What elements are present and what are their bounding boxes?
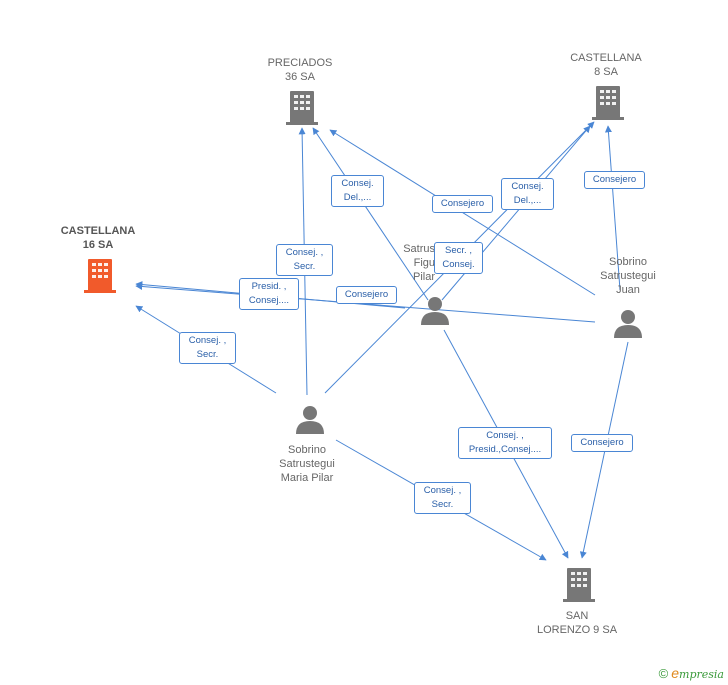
copyright-icon: © — [658, 666, 669, 681]
node-label-line: 36 SA — [285, 71, 315, 83]
node-label-line: Satrustegui — [600, 270, 656, 282]
edge-label-line: Consej. , — [285, 247, 324, 258]
node-label-line: Figu — [413, 257, 435, 269]
node-label-line: Satrustegui — [279, 458, 335, 470]
edge-label-line: Del.,... — [343, 192, 372, 203]
edge-label[interactable]: Consej. , Secr. — [179, 332, 236, 364]
node-label-line: SAN — [565, 610, 589, 622]
person-icon[interactable] — [614, 310, 642, 338]
edge-label[interactable]: Consej. , Presid.,Consej.... — [458, 427, 552, 459]
edge-label-line: Secr. , — [445, 245, 472, 256]
node-label-line: CASTELLANA — [570, 52, 642, 64]
edge-label[interactable]: Consejero — [571, 434, 633, 452]
node-label-line: PRECIADOS — [267, 57, 333, 69]
edge-label-line: Presid. , — [251, 281, 287, 292]
edge-label-line: Consejero — [440, 198, 485, 209]
node-label-line: Pilar — [412, 271, 435, 283]
edge-label-line: Secr. — [431, 499, 454, 510]
brand-name: mpresia — [679, 668, 724, 681]
company-label-castellana16[interactable]: CASTELLANA 16 SA — [53, 224, 143, 252]
edge-label-line: Consej. — [442, 259, 475, 270]
person-label-mariapilar[interactable]: Sobrino Satrustegui Maria Pilar — [262, 443, 352, 485]
edge-label-line: Del.,... — [513, 195, 542, 206]
edge-label-line: Consej. , — [486, 430, 524, 441]
edge-label-line: Consej. , — [423, 485, 462, 496]
node-label-line: LORENZO 9 SA — [536, 624, 618, 636]
node-label-line: Sobrino — [288, 444, 326, 456]
person-label-satrustegui[interactable]: Satrus Figu Pilar — [395, 242, 435, 284]
edge-label-line: Secr. — [293, 261, 316, 272]
person-icon[interactable] — [296, 406, 324, 434]
edge-label[interactable]: Secr. , Consej. — [434, 242, 483, 274]
edge-line — [604, 125, 621, 291]
edge-label[interactable]: Consej. Del.,... — [331, 175, 384, 207]
edge-label-line: Consejero — [344, 289, 389, 300]
edge-label-line: Consejero — [592, 174, 637, 185]
edge-label[interactable]: Consej. , Secr. — [414, 482, 471, 514]
person-icon[interactable] — [421, 297, 449, 325]
person-label-juan[interactable]: Sobrino Satrustegui Juan — [583, 255, 673, 297]
node-label-line: Satrus — [403, 243, 435, 255]
edge-label-line: Secr. — [196, 349, 219, 360]
node-label-line: 8 SA — [594, 66, 618, 78]
edge-label-line: Consej. — [511, 181, 544, 192]
company-label-sanlorenzo[interactable]: SAN LORENZO 9 SA — [532, 609, 622, 637]
edge-label[interactable]: Consejero — [584, 171, 645, 189]
node-label-line: Maria Pilar — [280, 472, 334, 484]
edge-line — [135, 283, 596, 323]
node-label-line: Juan — [616, 284, 640, 296]
node-label-line: 16 SA — [82, 239, 114, 251]
company-label-preciados[interactable]: PRECIADOS 36 SA — [255, 56, 345, 84]
edge-label[interactable]: Consej. Del.,... — [501, 178, 554, 210]
node-label-line: CASTELLANA — [60, 225, 136, 237]
edge-label[interactable]: Consejero — [336, 286, 397, 304]
edge-label-line: Presid.,Consej.... — [468, 444, 542, 455]
brand-footer[interactable]: © empresia — [659, 665, 724, 681]
company-label-castellana8[interactable]: CASTELLANA 8 SA — [561, 51, 651, 79]
edge-label-line: Consej.... — [248, 295, 290, 306]
edge-label-line: Consej. , — [188, 335, 227, 346]
edge-line — [312, 127, 429, 301]
edge-label-line: Consej. — [341, 178, 374, 189]
edge-label[interactable]: Consej. , Secr. — [276, 244, 333, 276]
brand-logo-e: e — [671, 665, 680, 681]
node-label-line: Sobrino — [609, 256, 647, 268]
edge-label[interactable]: Consejero — [432, 195, 493, 213]
edge-label[interactable]: Presid. , Consej.... — [239, 278, 299, 310]
edge-label-line: Consejero — [580, 437, 624, 448]
